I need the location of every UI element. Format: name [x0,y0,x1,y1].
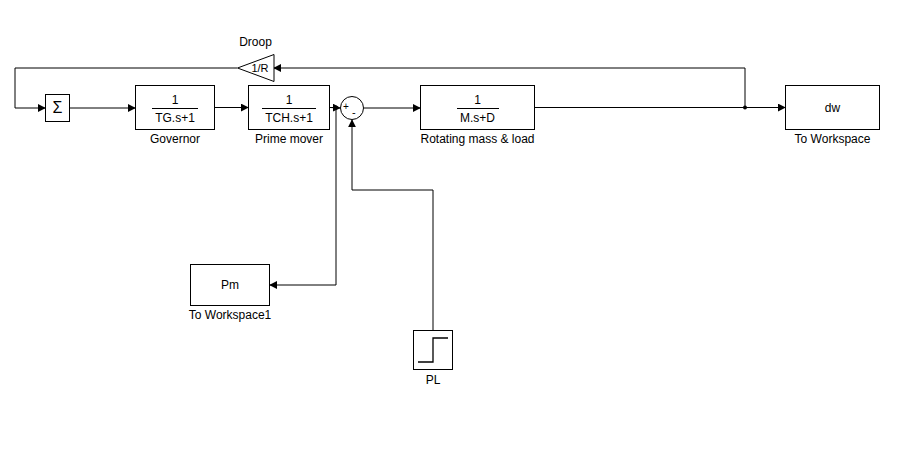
fraction-bar [152,108,198,109]
fraction-bar [262,108,316,109]
block-name: To Workspace [795,133,871,145]
gain-triangle: 1/RDroop [237,54,274,82]
block-text: Pm [221,279,239,291]
signal-line [364,108,420,109]
block-text: - [352,107,356,118]
transfer-function-block: 1TCH.s+1Prime mover [248,85,330,130]
step-symbol [413,330,453,370]
block-text: 1 [172,94,179,106]
block-text: 1/R [251,63,268,74]
step-block: PL [413,330,453,370]
workspace-block: PmTo Workspace1 [190,264,270,306]
block-text: dw [825,102,840,114]
block-text: 1 [286,94,293,106]
block-text: TCH.s+1 [265,112,313,124]
workspace-block: dwTo Workspace [785,85,880,130]
block-name: To Workspace1 [189,309,271,321]
fraction-bar [457,108,499,109]
signal-line [70,108,135,109]
sum-block: Σ [45,94,70,122]
block-name: PL [426,374,441,386]
sum-circle: +- [340,96,364,120]
block-name: Droop [239,36,272,48]
block-name: Rotating mass & load [420,133,534,145]
block-text: 1 [474,94,481,106]
block-text: Σ [53,100,63,116]
branch-point [743,106,747,110]
block-name: Governor [150,133,200,145]
block-text: TG.s+1 [155,112,195,124]
transfer-function-block: 1TG.s+1Governor [135,85,215,130]
signal-line [352,120,433,330]
transfer-function-block: 1M.s+DRotating mass & load [420,85,535,130]
block-text: M.s+D [460,112,495,124]
block-text: + [343,102,349,112]
signal-line [215,107,248,108]
branch-point [334,106,338,110]
block-name: Prime mover [255,133,323,145]
